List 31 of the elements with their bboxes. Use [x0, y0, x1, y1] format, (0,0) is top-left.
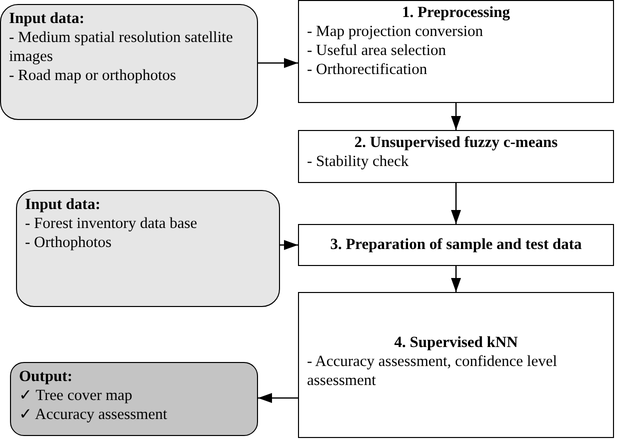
- input-box: [16, 190, 280, 307]
- output-box: [10, 362, 258, 436]
- list-item: - Road map or orthophotos: [9, 66, 178, 85]
- list-item: ✓ Accuracy assessment: [19, 405, 168, 424]
- process-box: [298, 130, 614, 183]
- process-box: [298, 224, 614, 266]
- box-heading: 1. Preprocessing: [401, 3, 511, 22]
- list-item: - Stability check: [307, 152, 410, 171]
- box-heading: 4. Supervised kNN: [393, 333, 519, 352]
- arrow: [451, 266, 461, 292]
- arrow: [451, 183, 461, 224]
- box-heading: 3. Preparation of sample and test data: [329, 235, 583, 254]
- box-heading: Output:: [19, 367, 74, 386]
- list-item: - Orthorectification: [307, 60, 428, 79]
- list-item: ✓ Tree cover map: [19, 386, 134, 405]
- list-item: - Accuracy assessment, confidence level assessment: [307, 352, 558, 390]
- process-box: [298, 0, 614, 103]
- input-box: [0, 4, 258, 120]
- arrow: [258, 393, 298, 403]
- arrow: [451, 103, 461, 130]
- list-item: - Orthophotos: [25, 233, 113, 252]
- arrow: [280, 240, 298, 250]
- box-heading: 2. Unsupervised fuzzy c-means: [353, 133, 559, 152]
- box-heading: Input data:: [25, 195, 102, 214]
- box-heading: Input data:: [9, 9, 86, 28]
- list-item: - Map projection conversion: [307, 22, 484, 41]
- arrow: [258, 58, 298, 68]
- list-item: - Forest inventory data base: [25, 214, 198, 233]
- process-box: [298, 292, 614, 438]
- list-item: - Medium spatial resolution satellite images: [9, 28, 234, 66]
- list-item: - Useful area selection: [307, 41, 448, 60]
